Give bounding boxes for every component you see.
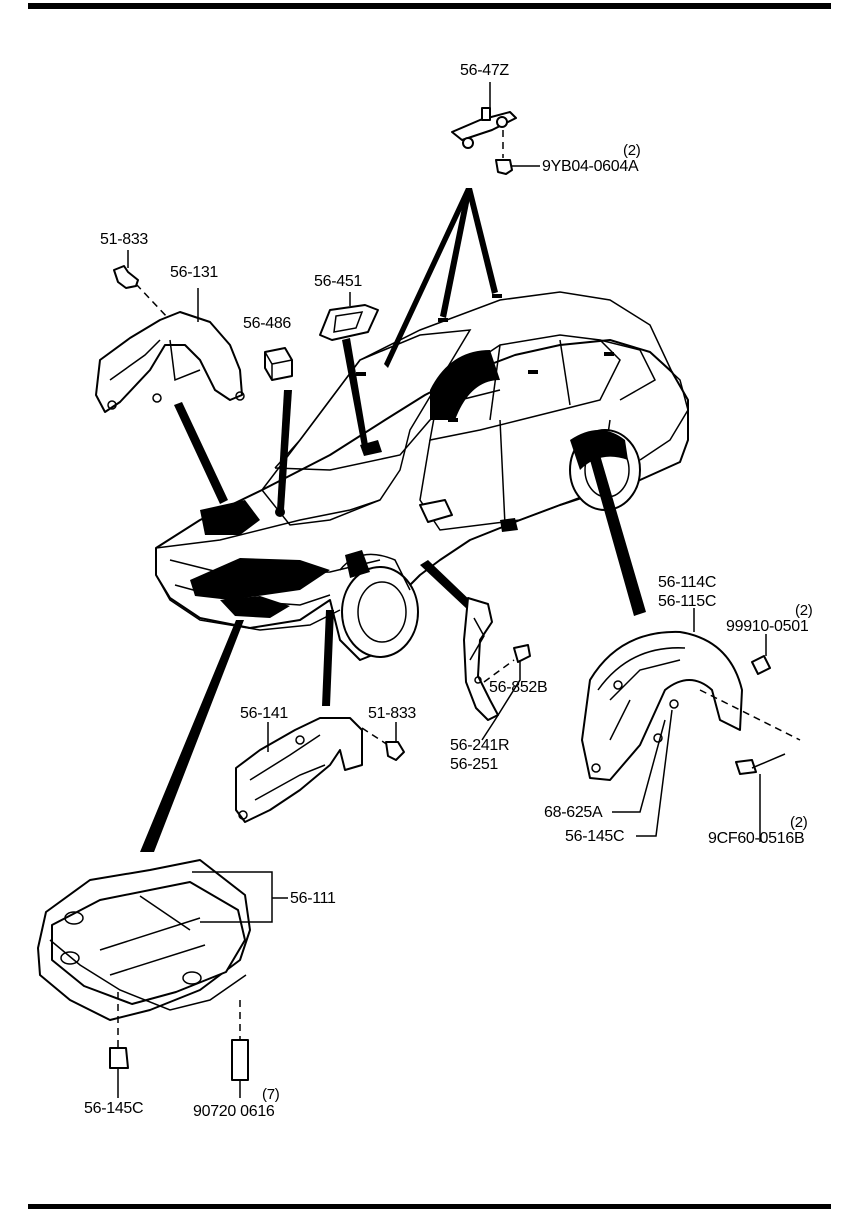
top-rule bbox=[28, 3, 831, 9]
label-99910-0501: 99910-0501 bbox=[726, 618, 809, 635]
block-56-486 bbox=[264, 347, 293, 381]
qty-90720: (7) bbox=[262, 1086, 280, 1103]
label-56-115c: 56-115C bbox=[658, 593, 717, 610]
liner-56-114c bbox=[581, 608, 801, 842]
label-56-486: 56-486 bbox=[243, 315, 292, 332]
label-56-114c: 56-114C bbox=[658, 574, 717, 591]
label-56-111: 56-111 bbox=[290, 890, 336, 907]
label-9cf60-0516b: 9CF60-0516B bbox=[708, 830, 805, 847]
qty-99910: (2) bbox=[795, 602, 813, 619]
car-body bbox=[155, 291, 689, 661]
label-56-141: 56-141 bbox=[240, 705, 289, 722]
label-51-833-top: 51-833 bbox=[100, 231, 149, 248]
label-56-451: 56-451 bbox=[314, 273, 363, 290]
pointer-wedges bbox=[140, 188, 646, 852]
label-56-852b: 56-852B bbox=[489, 679, 548, 696]
label-9yb04-0604a: 9YB04-0604A bbox=[542, 158, 639, 175]
guard-56-241r bbox=[463, 597, 531, 741]
bracket-56-47z bbox=[451, 82, 540, 175]
bottom-rule bbox=[28, 1204, 831, 1209]
qty-9yb04: (2) bbox=[623, 142, 641, 159]
label-56-251: 56-251 bbox=[450, 756, 499, 773]
label-56-145c-bottom: 56-145C bbox=[84, 1100, 144, 1117]
label-56-241r: 56-241R bbox=[450, 737, 510, 754]
label-68-625a: 68-625A bbox=[544, 804, 603, 821]
label-56-47z: 56-47Z bbox=[460, 62, 509, 79]
shield-56-131 bbox=[95, 250, 245, 413]
pad-56-451 bbox=[319, 292, 379, 341]
label-56-145c-right: 56-145C bbox=[565, 828, 625, 845]
qty-9cf60: (2) bbox=[790, 814, 808, 831]
undercover-56-111 bbox=[37, 859, 288, 1098]
label-56-131: 56-131 bbox=[170, 264, 219, 281]
label-51-833-mid: 51-833 bbox=[368, 705, 417, 722]
shield-56-141 bbox=[235, 717, 405, 823]
label-90720-0616: 90720 0616 bbox=[193, 1103, 275, 1120]
